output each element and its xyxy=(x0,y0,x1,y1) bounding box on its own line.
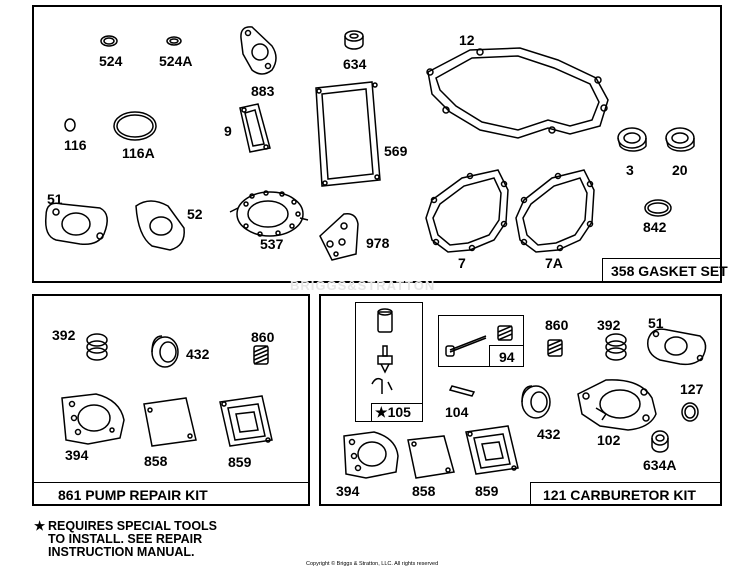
seal-3 xyxy=(617,127,647,152)
diaphragm-102 xyxy=(577,379,657,431)
label-116: 116 xyxy=(64,137,87,153)
label-52: 52 xyxy=(187,206,203,222)
gasket-7a xyxy=(515,169,595,253)
cover-859-pump xyxy=(219,395,273,447)
copyright: Copyright © Briggs & Stratton, LLC. All … xyxy=(306,561,439,567)
label-pump-860: 860 xyxy=(251,329,275,345)
ring-127 xyxy=(681,402,699,422)
seal-432-carb xyxy=(521,385,551,419)
carb-kit-title-bar-v xyxy=(530,482,531,506)
label-carb-858: 858 xyxy=(412,483,436,499)
o-ring-116 xyxy=(64,118,76,132)
label-537: 537 xyxy=(260,236,284,252)
label-9: 9 xyxy=(224,123,232,139)
gasket-51 xyxy=(44,202,108,246)
star-icon: ★ xyxy=(34,519,46,533)
pump-kit-title-bar xyxy=(32,482,310,483)
label-pump-859: 859 xyxy=(228,454,252,470)
gasket-set-title-bar xyxy=(602,258,722,259)
label-carb-860: 860 xyxy=(545,317,569,333)
label-carb-102: 102 xyxy=(597,432,621,448)
label-524a: 524A xyxy=(159,53,193,69)
seal-432-pump xyxy=(151,335,179,368)
gasket-set-title-bar-v xyxy=(602,258,603,283)
box-105-label xyxy=(371,403,423,422)
label-51: 51 xyxy=(47,191,63,207)
gasket-set-title: 358 GASKET SET xyxy=(611,263,728,279)
label-978: 978 xyxy=(366,235,390,251)
diaphragm-394-carb xyxy=(343,431,399,479)
gasket-9 xyxy=(239,103,271,153)
gasket-12 xyxy=(426,47,609,139)
label-carb-94: 94 xyxy=(499,349,515,365)
label-carb-105: ★105 xyxy=(375,404,411,420)
box-94-label xyxy=(489,345,524,367)
spring-392-pump xyxy=(86,333,108,361)
label-569: 569 xyxy=(384,143,408,159)
label-7: 7 xyxy=(458,255,466,271)
plate-978 xyxy=(319,212,359,261)
gasket-7 xyxy=(425,169,509,253)
screw-spring-94 xyxy=(445,325,513,357)
label-carb-859: 859 xyxy=(475,483,499,499)
gasket-883 xyxy=(240,26,277,75)
label-842: 842 xyxy=(643,219,667,235)
label-pump-394: 394 xyxy=(65,447,89,463)
gasket-858-pump xyxy=(143,397,197,447)
label-carb-51: 51 xyxy=(648,315,664,331)
gasket-set-panel xyxy=(32,5,722,283)
pump-repair-kit-panel xyxy=(32,294,310,506)
label-carb-432: 432 xyxy=(537,426,561,442)
seal-842 xyxy=(644,199,672,217)
spring-860-pump xyxy=(253,345,269,365)
gasket-52 xyxy=(135,200,185,251)
spring-392-carb xyxy=(605,333,627,361)
carburetor-kit-panel xyxy=(319,294,722,506)
seal-634 xyxy=(344,30,364,50)
label-116a: 116A xyxy=(122,145,155,161)
label-carb-392: 392 xyxy=(597,317,621,333)
label-carb-104: 104 xyxy=(445,404,469,420)
label-7a: 7A xyxy=(545,255,563,271)
label-3: 3 xyxy=(626,162,634,178)
carb-kit-title: 121 CARBURETOR KIT xyxy=(543,487,696,503)
star-icon: ★ xyxy=(375,404,388,420)
gasket-537 xyxy=(229,190,309,237)
seal-ring-524a xyxy=(166,36,182,46)
gasket-569 xyxy=(315,81,381,187)
cover-859-carb xyxy=(465,425,519,475)
label-883: 883 xyxy=(251,83,275,99)
diaphragm-394-pump xyxy=(61,393,125,445)
pump-kit-title: 861 PUMP REPAIR KIT xyxy=(58,487,208,503)
label-carb-127: 127 xyxy=(680,381,704,397)
label-pump-858: 858 xyxy=(144,453,168,469)
label-524: 524 xyxy=(99,53,123,69)
label-634: 634 xyxy=(343,56,367,72)
gasket-858-carb xyxy=(407,435,455,479)
bushing-634a xyxy=(651,430,669,453)
seal-ring-524 xyxy=(100,35,118,47)
needle-valve-105 xyxy=(371,308,393,394)
o-ring-116a xyxy=(113,111,157,141)
carb-kit-title-bar xyxy=(530,482,722,483)
label-carb-634a: 634A xyxy=(643,457,677,473)
label-pump-392: 392 xyxy=(52,327,76,343)
watermark: BRIGGS&STRATTON xyxy=(290,278,436,293)
seal-20 xyxy=(665,127,695,152)
gasket-51-carb xyxy=(647,328,707,366)
label-20: 20 xyxy=(672,162,688,178)
label-carb-394: 394 xyxy=(336,483,360,499)
screw-spring-box xyxy=(438,315,524,367)
pin-104 xyxy=(448,385,476,397)
label-12: 12 xyxy=(459,32,475,48)
label-pump-432: 432 xyxy=(186,346,210,362)
special-tools-note: ★REQUIRES SPECIAL TOOLS TO INSTALL. SEE … xyxy=(34,519,218,559)
spring-860-carb xyxy=(547,339,563,357)
